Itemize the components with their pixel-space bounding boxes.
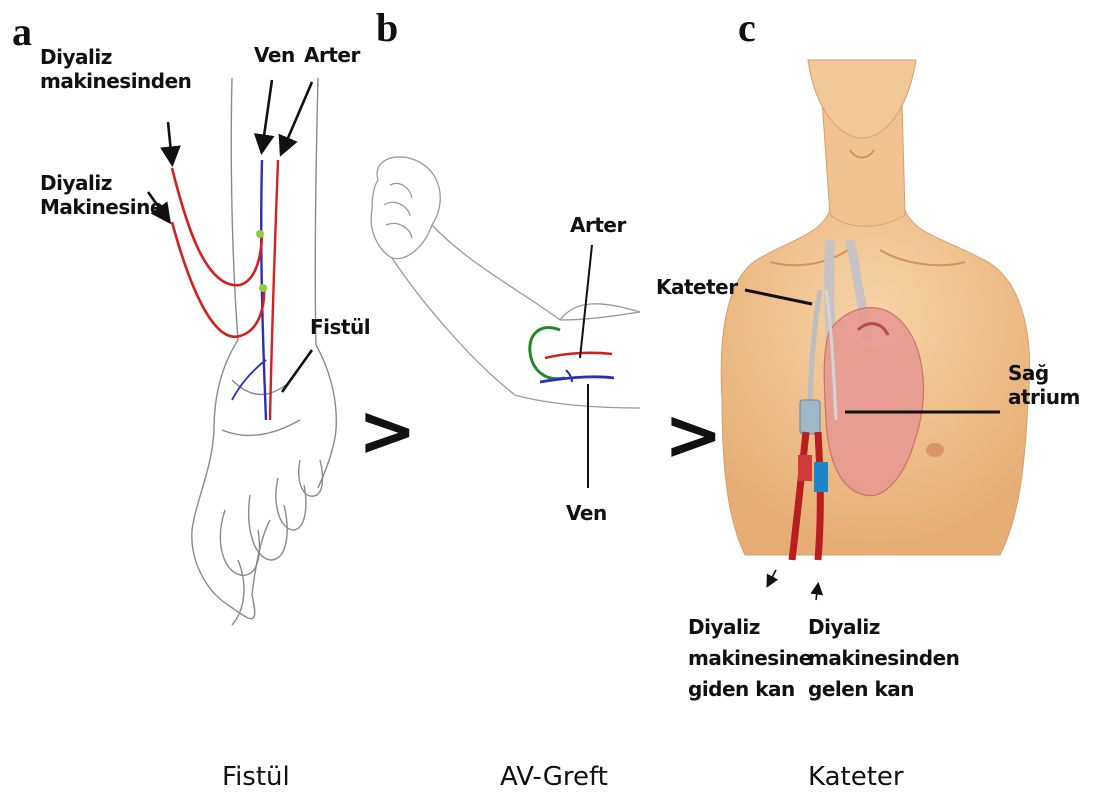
label-b-vein: Ven: [566, 502, 607, 526]
caption-b: AV-Greft: [500, 762, 608, 792]
panel-a-arrows: [148, 80, 312, 220]
catheter-hub: [800, 400, 820, 434]
finger-2: [249, 495, 287, 560]
label-c-right-atrium: Sağ atrium: [1008, 362, 1080, 409]
finger-4: [299, 460, 323, 496]
label-c-to-machine-line2: makinesine: [688, 646, 812, 670]
label-c-right-atrium-line1: Sağ: [1008, 361, 1049, 385]
fist-knuckle-1: [390, 183, 412, 198]
panel-c-drawing: [721, 60, 1029, 560]
palm-outline: [192, 340, 270, 619]
fistula-pointer: [282, 350, 312, 392]
palm-crease-2: [222, 420, 300, 435]
fist-knuckle-3: [386, 223, 412, 238]
nipple: [926, 443, 944, 457]
label-c-from-machine-line3: gelen kan: [808, 677, 914, 701]
c-to-machine-arrow: [768, 570, 776, 585]
forearm-bottom: [392, 258, 640, 408]
fist-knuckle-2: [384, 202, 410, 216]
label-a-artery: Arter: [304, 44, 360, 68]
label-a-to-machine-line1: Diyaliz: [40, 171, 112, 195]
caption-c: Kateter: [808, 762, 904, 792]
label-c-to-machine-line3: giden kan: [688, 677, 795, 701]
artery-line: [270, 160, 278, 420]
label-a-to-machine-line2: Makinesine: [40, 195, 163, 219]
needle-1: [256, 230, 264, 238]
av-graft-loop: [530, 328, 565, 379]
chevron-right-icon: >: [358, 396, 417, 466]
label-c-catheter: Kateter: [656, 276, 738, 300]
label-a-vein: Ven: [254, 44, 295, 68]
label-c-to-machine: Diyaliz makinesine giden kan: [688, 612, 812, 705]
panel-letter-a: a: [12, 12, 32, 52]
panel-b-drawing: [371, 157, 640, 408]
label-a-from-machine-line1: Diyaliz: [40, 45, 112, 69]
catheter-blue-limb: [818, 432, 820, 560]
forearm-top: [432, 225, 640, 320]
needle-2: [259, 284, 267, 292]
label-c-from-machine-line1: Diyaliz: [808, 615, 880, 639]
label-c-from-machine: Diyaliz makinesinden gelen kan: [808, 612, 959, 705]
chevron-right-icon: >: [664, 400, 723, 470]
blue-clamp: [814, 462, 828, 492]
panel-letter-c: c: [738, 8, 756, 48]
label-c-to-machine-line1: Diyaliz: [688, 615, 760, 639]
label-a-to-machine: Diyaliz Makinesine: [40, 172, 163, 219]
panel-letter-b: b: [376, 8, 398, 48]
c-from-machine-arrow: [816, 585, 818, 600]
forearm-outline-left: [231, 78, 238, 340]
red-clamp: [798, 455, 812, 481]
label-a-from-machine-line2: makinesinden: [40, 69, 191, 93]
forearm-outline-right: [315, 78, 318, 345]
label-b-artery: Arter: [570, 214, 626, 238]
b-artery-line: [545, 353, 612, 358]
palm-outline-right: [316, 345, 336, 488]
b-vein-stub: [566, 370, 572, 382]
caption-a: Fistül: [222, 762, 290, 792]
label-a-from-machine: Diyaliz makinesinden: [40, 46, 191, 93]
label-c-right-atrium-line2: atrium: [1008, 385, 1080, 409]
b-artery-pointer: [580, 245, 592, 358]
label-a-fistula: Fistül: [310, 316, 370, 340]
label-c-from-machine-line2: makinesinden: [808, 646, 959, 670]
